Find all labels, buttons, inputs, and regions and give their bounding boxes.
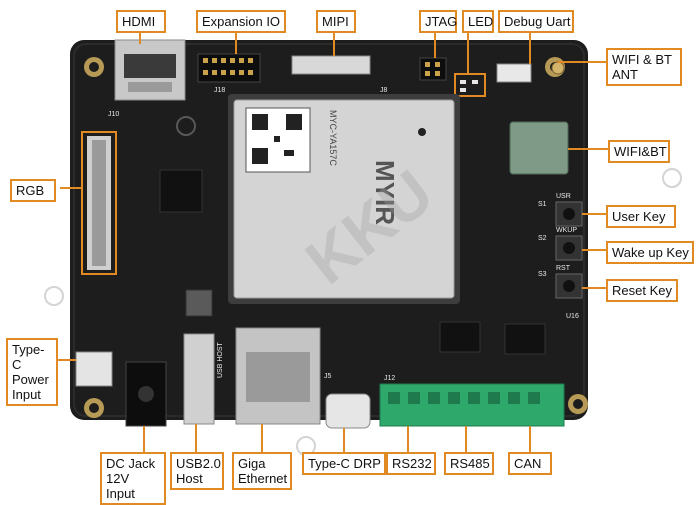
debug-uart-connector <box>496 63 532 83</box>
label-rs232: RS232 <box>386 452 436 475</box>
silk-usr: USR <box>556 193 571 200</box>
silk-s3: S3 <box>538 271 547 278</box>
label-giga-ethernet: Giga Ethernet <box>232 452 292 490</box>
som-module <box>228 94 460 304</box>
antenna-connector <box>551 61 565 75</box>
label-debug-uart: Debug Uart <box>498 10 574 33</box>
label-wake-up-key: Wake up Key <box>606 241 694 264</box>
label-rs485: RS485 <box>444 452 494 475</box>
label-rgb: RGB <box>10 179 56 202</box>
som-brand: MYIR <box>370 160 400 225</box>
mipi-connector <box>291 55 371 75</box>
type-c-drp-port <box>325 393 371 429</box>
silk-wkup: WKUP <box>556 227 577 234</box>
label-type-c-drp: Type-C DRP <box>302 452 386 475</box>
label-expansion-io: Expansion IO <box>196 10 286 33</box>
chip-u14 <box>439 321 481 353</box>
silk-usb-host: USB HOST <box>217 341 224 378</box>
label-type-c-power: Type-C Power Input <box>6 338 58 406</box>
silk-s2: S2 <box>538 235 547 242</box>
mounting-holes <box>84 57 588 418</box>
dc-jack <box>125 361 167 427</box>
rgb-connector <box>81 131 117 275</box>
terminal-block <box>379 383 565 427</box>
label-wifi-bt-ant: WIFI & BT ANT <box>606 48 682 86</box>
label-usb20-host: USB2.0 Host <box>170 452 224 490</box>
silk-rst: RST <box>556 265 571 272</box>
hdmi-connector <box>114 39 186 101</box>
silk-j12: J12 <box>384 375 395 382</box>
lcd-converter-chip <box>159 169 203 213</box>
wifi-bt-module <box>509 121 569 175</box>
chip-u16 <box>504 323 546 355</box>
label-user-key: User Key <box>606 205 676 228</box>
label-dc-jack: DC Jack 12V Input <box>100 452 166 505</box>
silkscreen-text: J10 J18 J8 J5 J12 U16 S1 S2 S3 USR WKUP … <box>108 87 579 382</box>
usb-host-port <box>183 333 215 425</box>
label-mipi: MIPI <box>316 10 356 33</box>
label-led: LED <box>462 10 494 33</box>
label-reset-key: Reset Key <box>606 279 678 302</box>
silk-j10: J10 <box>108 111 119 118</box>
callout-lines <box>56 30 608 452</box>
expansion-io-header <box>197 53 261 83</box>
som-model: MYC-YA157C <box>328 110 338 166</box>
led-area <box>454 73 486 97</box>
label-hdmi: HDMI <box>116 10 166 33</box>
label-jtag: JTAG <box>419 10 457 33</box>
silk-j8: J8 <box>380 87 388 94</box>
silk-u16: U16 <box>566 313 579 320</box>
type-c-power-port <box>75 351 113 387</box>
inductor <box>185 289 213 317</box>
silk-s1: S1 <box>538 201 547 208</box>
ethernet-port <box>235 327 321 425</box>
silk-j18: J18 <box>214 87 225 94</box>
keys-group <box>555 201 583 299</box>
label-wifi-bt: WIFI&BT <box>608 140 670 163</box>
jtag-header <box>419 57 447 81</box>
silk-j5: J5 <box>324 373 332 380</box>
label-can: CAN <box>508 452 552 475</box>
